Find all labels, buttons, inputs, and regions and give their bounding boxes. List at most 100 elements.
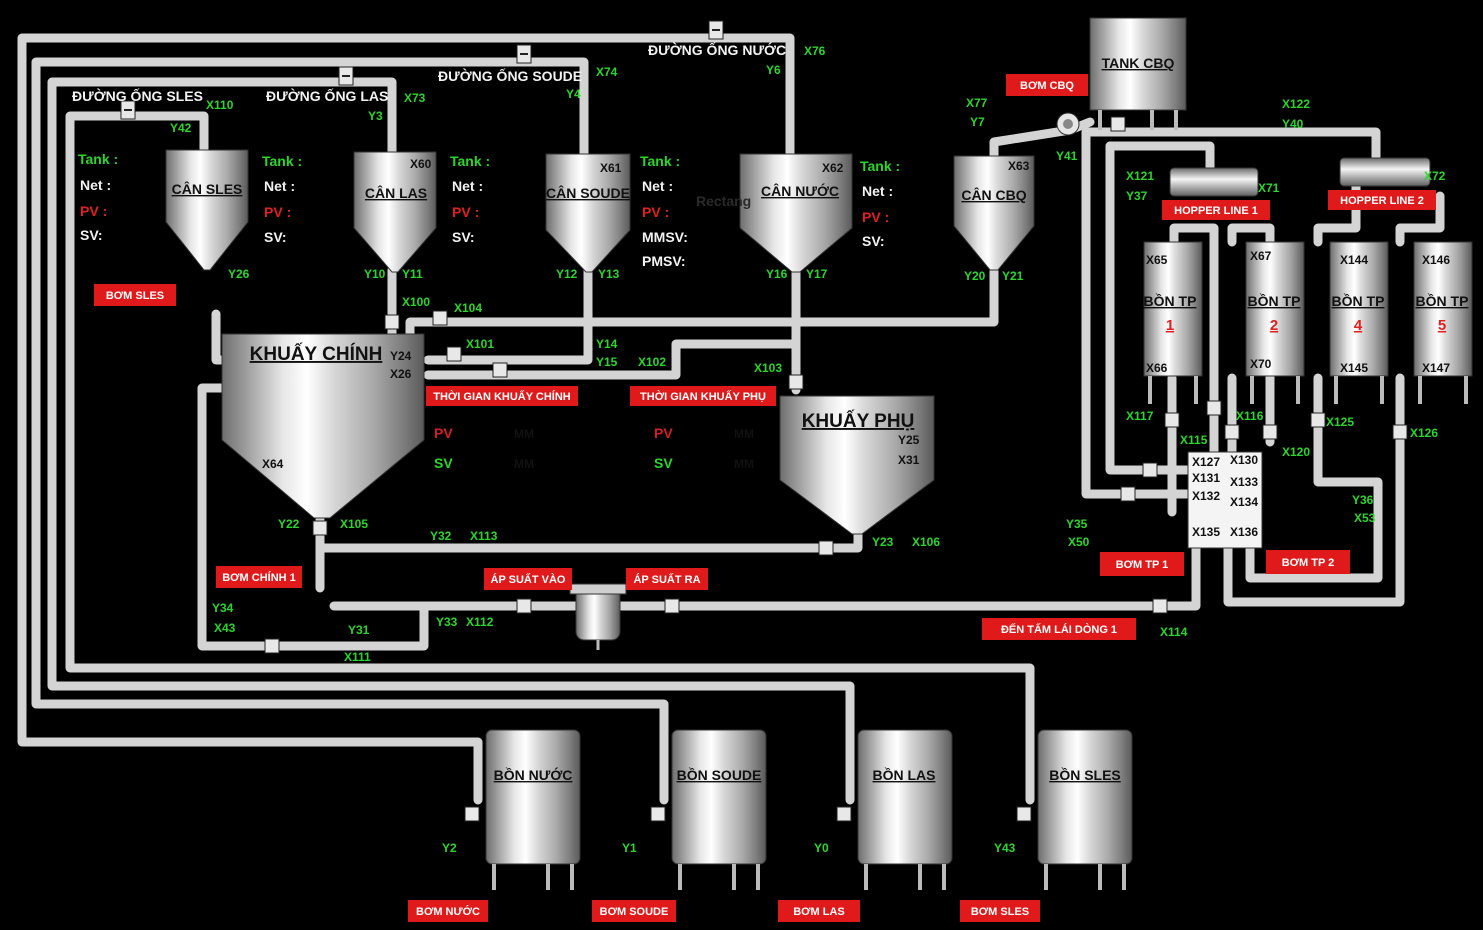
valve-y43[interactable] [1016,806,1032,822]
valve-x114[interactable] [1152,598,1168,614]
valve-y1[interactable] [650,806,666,822]
signal-y12: Y12 [556,267,578,281]
pipeline-title-soude: ĐƯỜNG ỐNG SOUDE [438,67,582,84]
sub-mixer[interactable]: KHUẤY PHỤ Y25 X31 [779,395,935,535]
bom-las-button[interactable]: BƠM LAS [778,900,860,922]
valve-x126[interactable] [1392,424,1408,440]
valve-x131[interactable] [1120,486,1136,502]
signal-x147: X147 [1422,361,1450,375]
signal-x115: X115 [1180,433,1208,447]
valve-pressure-in[interactable] [516,598,532,614]
signal-y43: Y43 [994,841,1016,855]
hopper-line2-button[interactable]: HOPPER LINE 2 [1328,190,1436,210]
bom-cbq-button[interactable]: BƠM CBQ [1006,74,1088,96]
signal-labels: X110 Y42 X73 Y3 X74 Y4 X76 Y6 Y26 Y10 Y1… [170,44,1446,855]
valve-las-pipe[interactable] [338,66,354,86]
scale-tank-water[interactable]: CÂN NƯỚC X62 Rectang [696,153,853,273]
valve-x104[interactable] [432,310,448,326]
bom-tp-1-button[interactable]: BƠM TP 1 [1100,552,1184,576]
tank-cbq[interactable]: TANK CBQ [1089,17,1187,130]
valve-x115[interactable] [1206,400,1222,416]
valve-x127[interactable] [1142,462,1158,478]
valve-manifold[interactable]: X127 X130 X131 X133 X132 X134 X135 X136 [1187,451,1263,549]
label-tank: Tank : [640,153,680,169]
product-tank-2[interactable]: BỒN TP 2 X67 X70 [1245,241,1305,404]
valve-x101[interactable] [446,346,462,362]
valve-main-time[interactable] [492,362,508,378]
signal-y23: Y23 [872,535,894,549]
tp-number-4: 4 [1354,317,1363,334]
label-pv: PV : [452,204,479,220]
scale-tank-sles[interactable]: CÂN SLES [165,149,249,271]
label-pv: PV : [642,204,669,220]
valve-y10[interactable] [384,314,400,330]
valve-sles-pipe[interactable] [120,100,136,120]
pump-cbq-icon[interactable] [1056,112,1080,136]
pipeline-title-water: ĐƯỜNG ỐNG NƯỚC [648,41,786,58]
signal-x114: X114 [1160,625,1188,639]
signal-x144: X144 [1340,253,1368,267]
valve-y2[interactable] [464,806,480,822]
valve-x116[interactable] [1224,424,1240,440]
valve-cbq[interactable] [1110,116,1126,132]
valve-y23[interactable] [818,540,834,556]
scale-tank-cbq[interactable]: CÂN CBQ X63 [953,155,1035,271]
product-tank-5[interactable]: BỒN TP 5 X146 X147 [1413,241,1473,404]
bom-sles-bottom-button[interactable]: BƠM SLES [960,900,1040,922]
main-mix-time-button[interactable]: THỜI GIAN KHUẤY CHÍNH [426,386,578,406]
signal-x53: X53 [1354,511,1376,525]
button-label: ÁP SUẤT RA [633,573,700,586]
storage-tank-water[interactable]: BỒN NƯỚC [485,729,581,890]
signal-x104: X104 [454,301,482,315]
pressure-in-button[interactable]: ÁP SUẤT VÀO [484,568,572,590]
valve-x120[interactable] [1262,424,1278,440]
storage-tank-soude[interactable]: BỒN SOUDE [671,729,767,890]
label-pv-sub: PV [654,425,673,441]
signal-y37: Y37 [1126,189,1148,203]
label-tank: Tank : [450,153,490,169]
bom-tp-2-button[interactable]: BƠM TP 2 [1266,550,1350,574]
valve-pressure-out[interactable] [664,598,680,614]
signal-y0: Y0 [814,841,829,855]
den-tam-lai-dong-button[interactable]: ĐẾN TẤM LÁI DÒNG 1 [982,618,1136,640]
product-tank-4[interactable]: BỒN TP 4 X144 X145 [1329,241,1389,404]
filter-housing[interactable] [569,583,627,650]
faint-rectangle-text: Rectang [696,193,751,209]
valve-x117[interactable] [1164,412,1180,428]
signal-y10: Y10 [364,267,386,281]
bom-sles-button[interactable]: BƠM SLES [94,284,176,306]
bom-chinh-1-button[interactable]: BƠM CHÍNH 1 [216,566,302,588]
valve-water-pipe[interactable] [708,20,724,40]
signal-y32: Y32 [430,529,452,543]
scale-tank-soude[interactable]: CÂN SOUDE X61 [545,153,631,273]
product-tank-1[interactable]: BỒN TP 1 X65 X66 [1143,241,1203,404]
sub-mix-time-button[interactable]: THỜI GIAN KHUẤY PHỤ [630,386,776,406]
label-sv-main: SV [434,455,453,471]
bom-soude-button[interactable]: BƠM SOUDE [592,900,676,922]
signal-x31: X31 [898,453,920,467]
main-mixer[interactable]: KHUẤY CHÍNH Y24 X26 X64 [221,333,425,519]
pressure-out-button[interactable]: ÁP SUẤT RA [626,568,708,590]
valve-x125[interactable] [1310,412,1326,428]
storage-tank-las[interactable]: BỒN LAS [857,729,953,890]
valve-y0[interactable] [836,806,852,822]
valve-soude-pipe[interactable] [516,44,532,64]
valve-x103[interactable] [788,374,804,390]
scale-tank-las[interactable]: CÂN LAS X60 [353,151,437,273]
hopper-line2-vessel[interactable] [1339,157,1431,187]
valve-y22[interactable] [312,520,328,536]
storage-tank-sles[interactable]: BỒN SLES [1037,729,1133,890]
label-mm-sub-pv: MM [734,427,754,441]
tp-number-1: 1 [1166,317,1174,334]
tank-label-tank-cbq: TANK CBQ [1102,55,1175,71]
readout-soude: Tank : Net : PV : SV: [450,153,490,245]
hopper-line1-vessel[interactable] [1169,167,1259,197]
hopper-line1-button[interactable]: HOPPER LINE 1 [1162,200,1270,220]
valve-x111[interactable] [264,638,280,654]
button-label: BƠM LAS [793,906,845,918]
button-label: BƠM NƯỚC [416,905,480,918]
signal-x76: X76 [804,44,826,58]
signal-x126: X126 [1410,426,1438,440]
bom-nuoc-button[interactable]: BƠM NƯỚC [408,900,488,922]
button-label: BƠM TP 2 [1282,557,1335,569]
